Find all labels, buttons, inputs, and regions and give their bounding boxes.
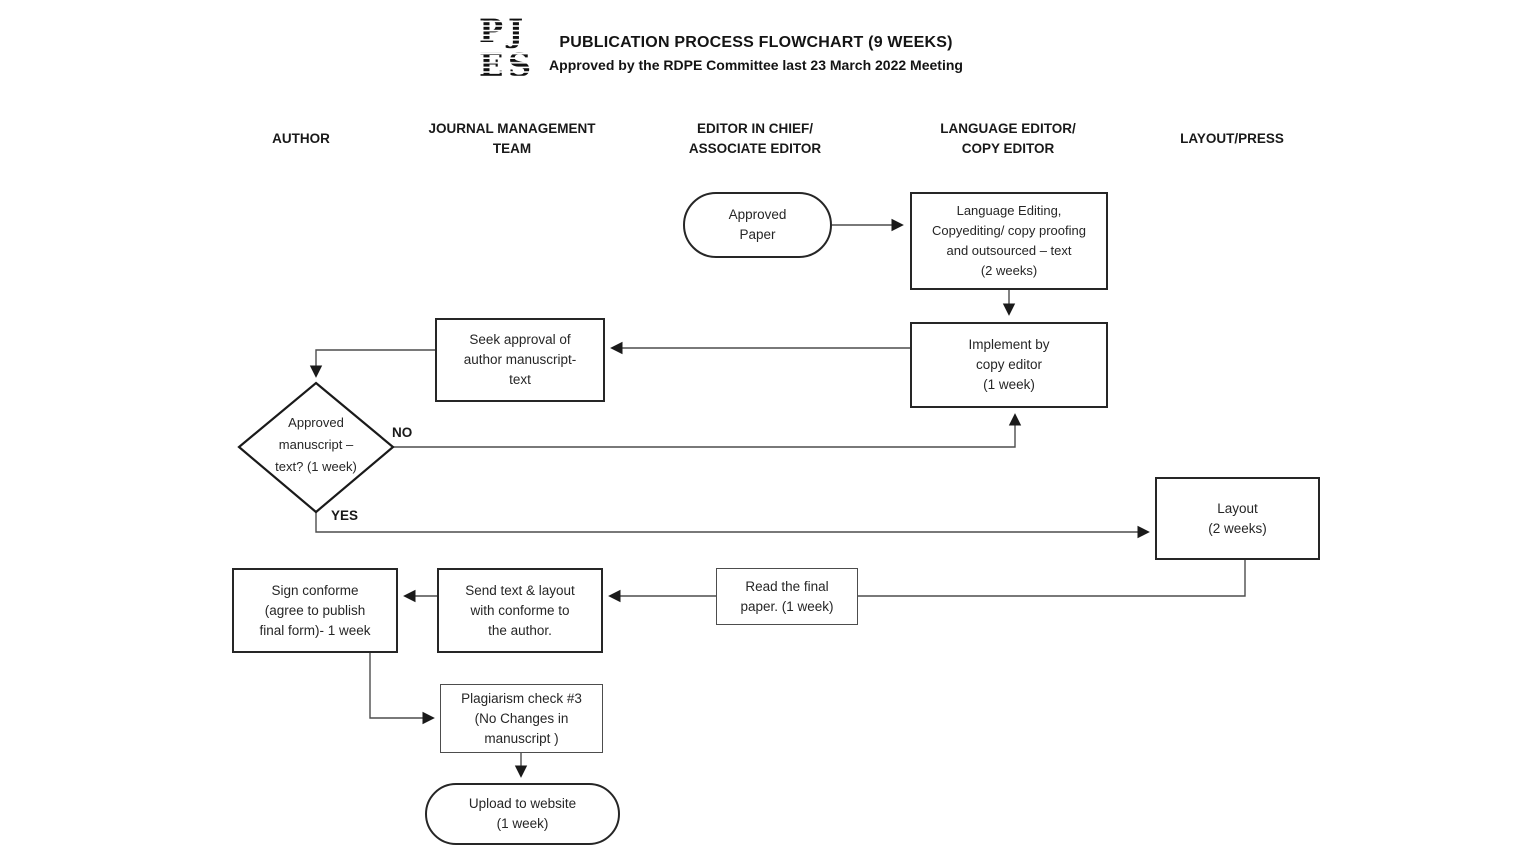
node-send-text-layout: Send text & layout with conforme to the … — [437, 568, 603, 653]
edge-layout-to-read — [858, 560, 1246, 597]
edge-decision-no-to-implement — [393, 413, 1022, 448]
lane-header-author: AUTHOR — [272, 131, 330, 146]
node-seek-approval: Seek approval of author manuscript- text — [435, 318, 605, 402]
edge-sign-to-plagiarism — [369, 653, 435, 725]
edge-decision-yes-to-layout — [315, 512, 1150, 539]
logo-letter: S — [508, 46, 531, 81]
decision-diamond-shape — [237, 381, 395, 514]
lane-header-layout-press: LAYOUT/PRESS — [1180, 131, 1284, 146]
node-sign-conforme: Sign conforme (agree to publish final fo… — [232, 568, 398, 653]
node-implement-copy-editor: Implement by copy editor (1 week) — [910, 322, 1108, 408]
edge-seek-to-decision — [309, 349, 435, 378]
node-approved-paper: Approved Paper — [683, 192, 832, 258]
edge-label-yes: YES — [331, 508, 359, 523]
pjs-logo-icon: P J E S — [478, 12, 536, 86]
page-title: PUBLICATION PROCESS FLOWCHART (9 WEEKS) — [559, 34, 953, 51]
node-layout: Layout (2 weeks) — [1155, 477, 1320, 560]
lane-header-journal-management: JOURNAL MANAGEMENT TEAM — [428, 121, 596, 156]
page-subtitle: Approved by the RDPE Committee last 23 M… — [549, 57, 963, 73]
logo-letter: E — [479, 46, 503, 81]
logo-letter: J — [505, 13, 523, 50]
node-read-final-paper: Read the final paper. (1 week) — [716, 568, 858, 625]
lane-header-language-editor: LANGUAGE EDITOR/ COPY EDITOR — [940, 121, 1076, 156]
edge-label-no: NO — [392, 425, 413, 440]
lane-header-editor-in-chief: EDITOR IN CHIEF/ ASSOCIATE EDITOR — [688, 121, 822, 156]
logo-letter: P — [479, 13, 503, 50]
node-approved-manuscript-decision: Approved manuscript – text? (1 week) — [275, 415, 357, 474]
node-plagiarism-check: Plagiarism check #3 (No Changes in manus… — [440, 684, 603, 753]
node-language-editing: Language Editing, Copyediting/ copy proo… — [910, 192, 1108, 290]
node-upload-website: Upload to website (1 week) — [425, 783, 620, 845]
